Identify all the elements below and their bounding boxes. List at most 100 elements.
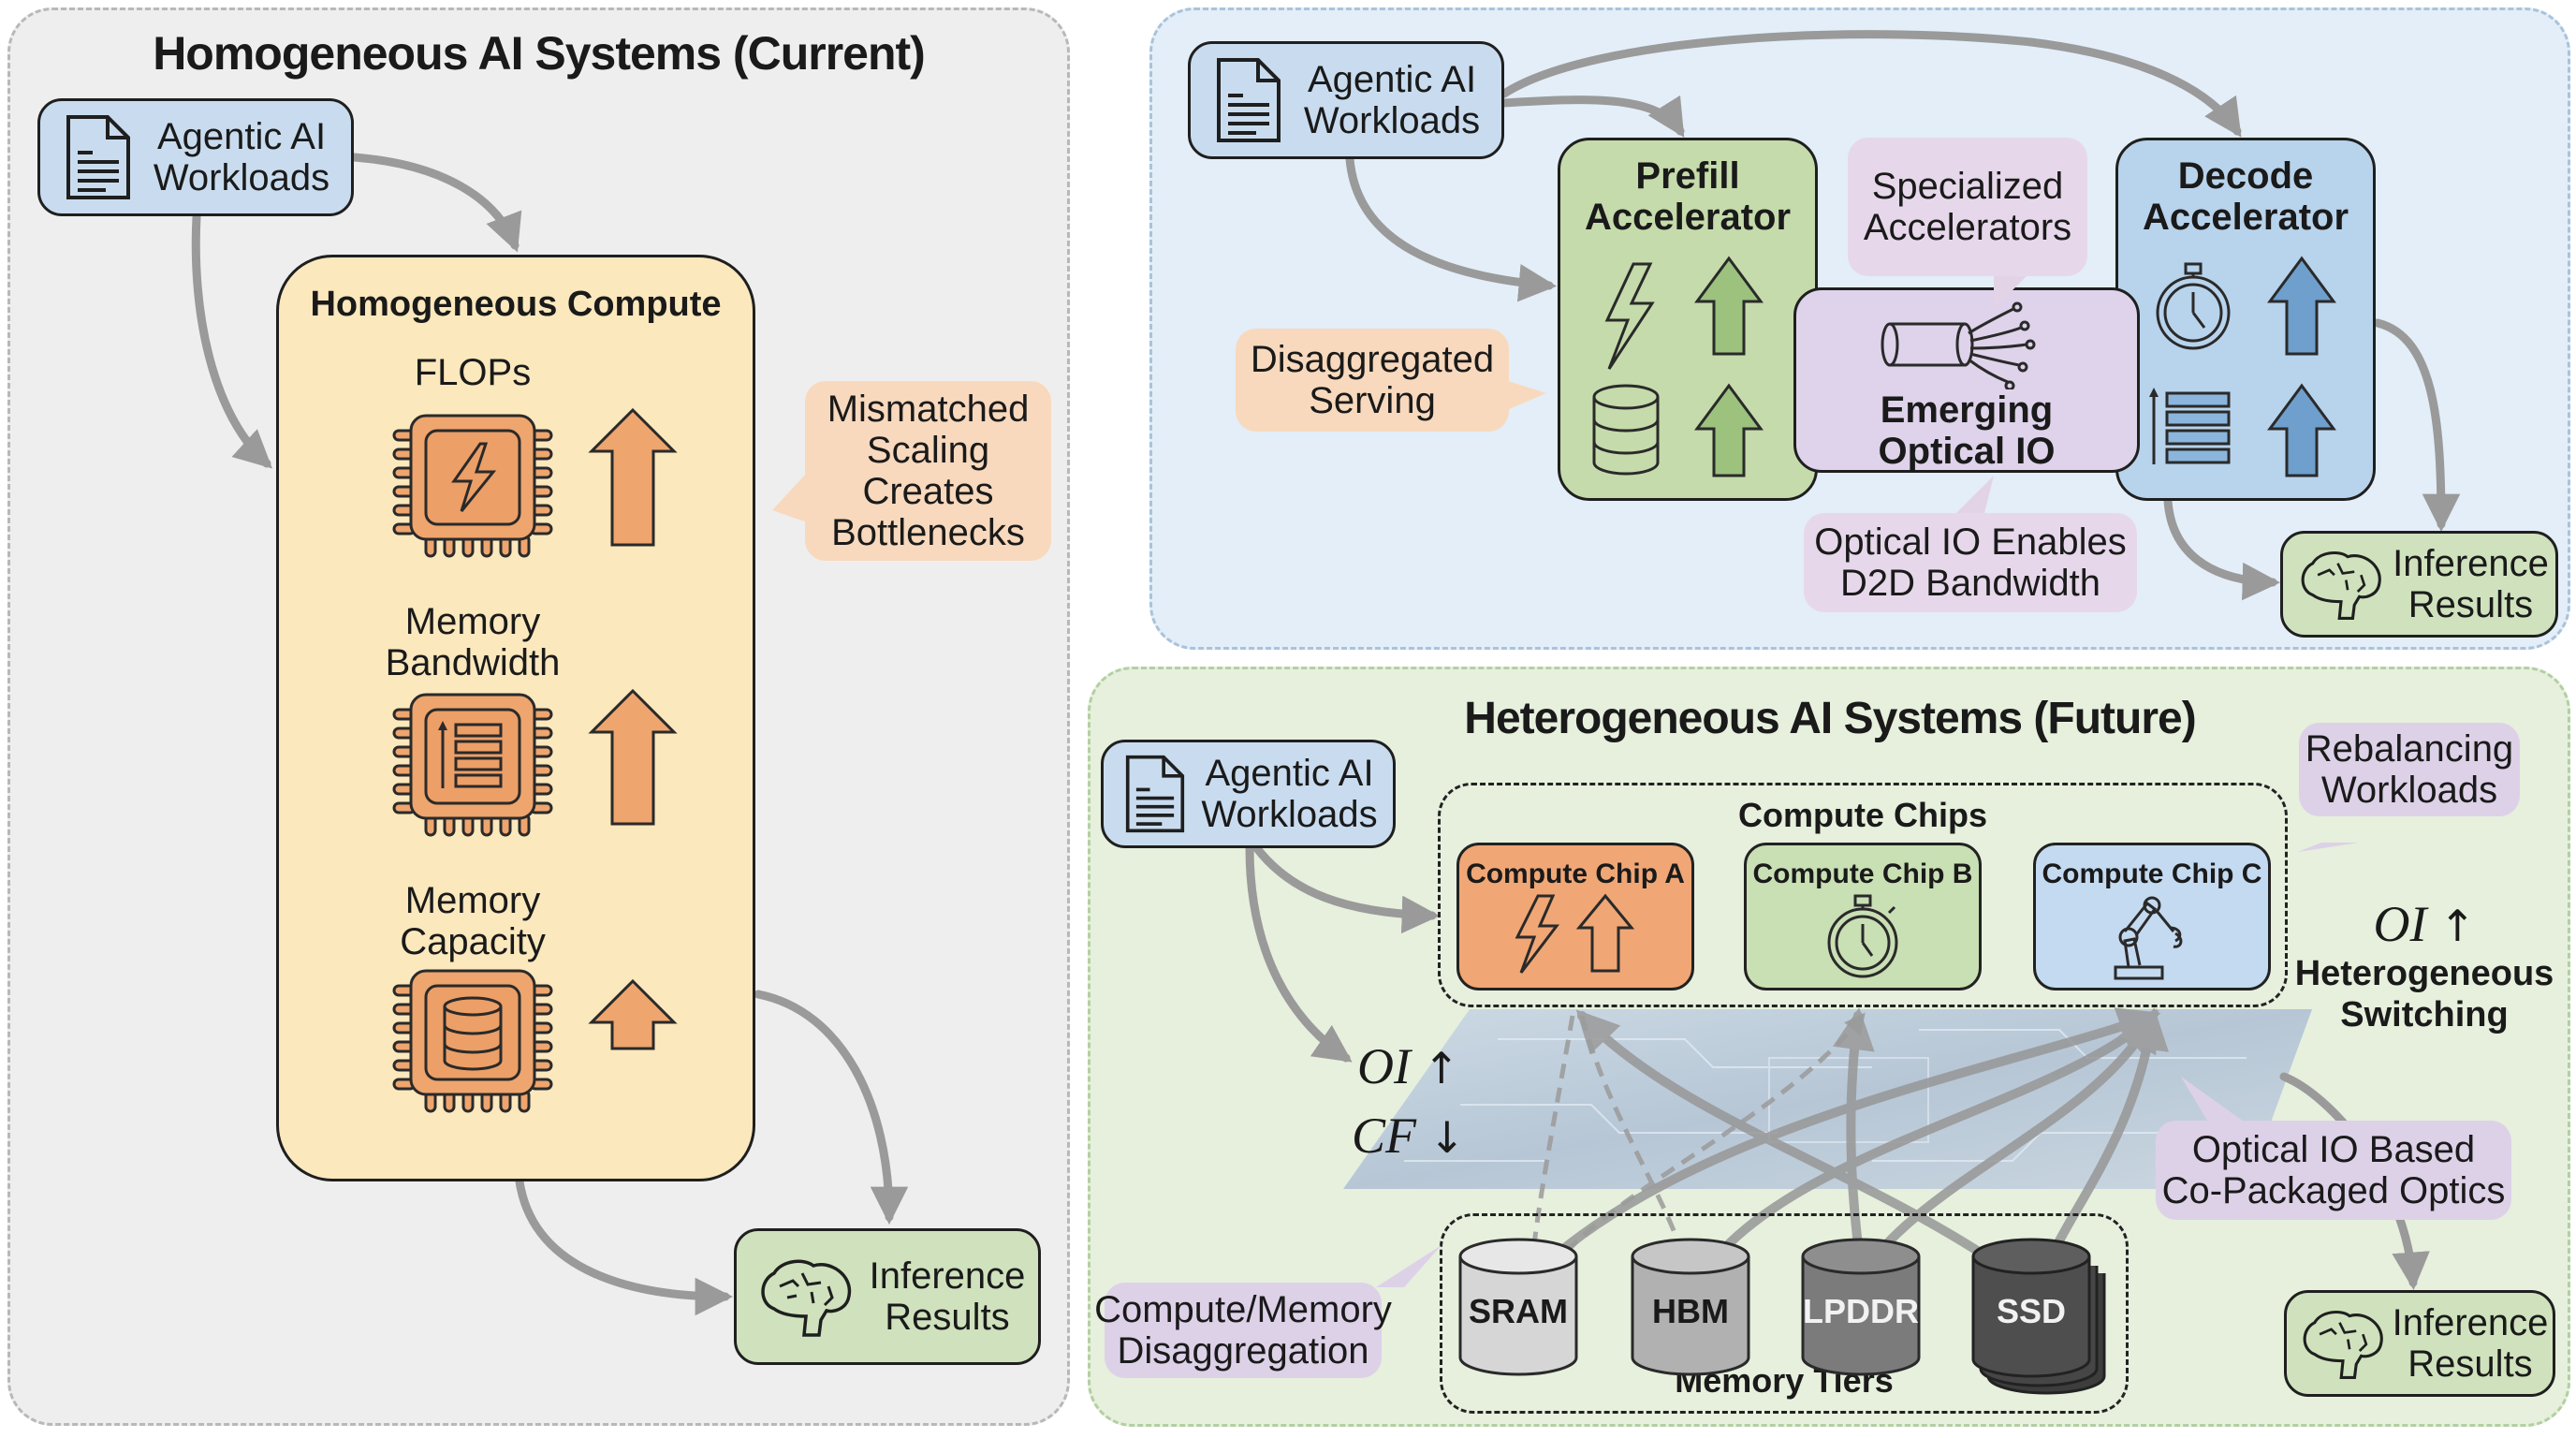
lightning-icon bbox=[1604, 262, 1655, 370]
br-inference-box[interactable]: Inference Results bbox=[2284, 1290, 2555, 1397]
callout-line: Creates bbox=[862, 471, 994, 512]
stopwatch-icon bbox=[1827, 894, 1898, 978]
compute-chips-group: Compute Chips bbox=[1438, 783, 2288, 1007]
oi-text: OI bbox=[1357, 1038, 1411, 1094]
callout-line: Rebalancing bbox=[2305, 728, 2514, 770]
callout-line: Disaggregated bbox=[1250, 339, 1495, 380]
callout-line: D2D Bandwidth bbox=[1840, 563, 2100, 604]
compute-chips-title: Compute Chips bbox=[1738, 796, 1987, 834]
document-icon bbox=[66, 115, 130, 199]
switching-line-2: Switching bbox=[2340, 995, 2509, 1034]
oi-up-label: OI ↑ bbox=[1357, 1037, 1459, 1095]
left-panel-title: Homogeneous AI Systems (Current) bbox=[153, 27, 926, 80]
decode-title-2: Accelerator bbox=[2142, 197, 2349, 238]
workloads-label-1: Agentic AI bbox=[1307, 59, 1477, 100]
growth-arrow-icon bbox=[2267, 256, 2336, 356]
ssd-label: SSD bbox=[1996, 1292, 2067, 1330]
lpddr-label: LPDDR bbox=[1803, 1292, 1919, 1330]
callout-line: Serving bbox=[1309, 380, 1436, 421]
cylinder-icon bbox=[1631, 1238, 1750, 1376]
decode-accelerator-box[interactable]: Decode Accelerator bbox=[2115, 138, 2376, 501]
brain-icon bbox=[761, 1259, 852, 1337]
cf-text: CF bbox=[1352, 1108, 1417, 1164]
memory-tier-sram[interactable]: SRAM bbox=[1456, 1236, 1580, 1378]
cylinder-icon bbox=[1801, 1238, 1921, 1376]
lightning-arrow-icon bbox=[1515, 893, 1635, 974]
stacked-cylinder-icon bbox=[1971, 1238, 2106, 1395]
tr-inference-box[interactable]: Inference Results bbox=[2280, 531, 2558, 638]
cf-down-label: CF ↓ bbox=[1352, 1107, 1465, 1165]
br-workloads-box[interactable]: Agentic AI Workloads bbox=[1101, 740, 1396, 848]
inference-label-1: Inference bbox=[2392, 1302, 2549, 1343]
decode-title-1: Decode bbox=[2177, 155, 2314, 197]
callout-line: Specialized bbox=[1871, 166, 2064, 207]
growth-arrow-icon bbox=[2267, 383, 2336, 477]
fiber-optic-icon bbox=[1881, 301, 2036, 389]
callout-line: Co-Packaged Optics bbox=[2161, 1170, 2506, 1211]
up-arrow-icon: ↑ bbox=[1423, 1043, 1460, 1093]
memory-tier-lpddr[interactable]: LPDDR bbox=[1799, 1236, 1923, 1378]
callout-line: Accelerators bbox=[1863, 207, 2072, 248]
callout-line: Workloads bbox=[2320, 770, 2498, 811]
callout-line: Scaling bbox=[866, 430, 990, 471]
memory-tier-ssd[interactable]: SSD bbox=[1969, 1236, 2110, 1397]
oi-right-label: OI ↑ bbox=[2284, 895, 2565, 953]
optical-title-2: Optical IO bbox=[1878, 431, 2056, 472]
workloads-label-1: Agentic AI bbox=[156, 116, 327, 157]
callout-line: Optical IO Based bbox=[2191, 1129, 2476, 1170]
growth-arrow-icon bbox=[1694, 256, 1764, 356]
compute-chip-c[interactable]: Compute Chip C bbox=[2033, 843, 2271, 990]
mismatched-scaling-callout: Mismatched Scaling Creates Bottlenecks bbox=[805, 381, 1051, 561]
growth-arrow-icon bbox=[1694, 383, 1764, 477]
heterogeneous-switching-label: OI ↑ Heterogeneous Switching bbox=[2284, 895, 2565, 1035]
prefill-title-2: Accelerator bbox=[1584, 197, 1792, 238]
compute-chip-b[interactable]: Compute Chip B bbox=[1744, 843, 1982, 990]
callout-line: Bottlenecks bbox=[831, 512, 1025, 553]
prefill-accelerator-box[interactable]: Prefill Accelerator bbox=[1558, 138, 1818, 501]
callout-line: Compute/Memory bbox=[1094, 1289, 1392, 1330]
oi-right-text: OI bbox=[2373, 896, 2427, 952]
up-arrow-icon: ↑ bbox=[2438, 901, 2476, 951]
bandwidth-bars-icon bbox=[2165, 391, 2231, 464]
metric-label-capacity: Memory Capacity bbox=[356, 880, 590, 962]
metric-cap-text-2: Capacity bbox=[400, 921, 546, 962]
document-icon bbox=[1217, 58, 1281, 142]
tr-workloads-box[interactable]: Agentic AI Workloads bbox=[1188, 41, 1504, 159]
brain-icon bbox=[2303, 1310, 2383, 1379]
workloads-label-2: Workloads bbox=[153, 157, 330, 198]
metric-label-flops: FLOPs bbox=[356, 352, 590, 393]
database-icon bbox=[1592, 384, 1660, 476]
emerging-optical-io-box[interactable]: Emerging Optical IO bbox=[1793, 287, 2140, 473]
sram-label: SRAM bbox=[1469, 1292, 1568, 1330]
decode-icons bbox=[2149, 256, 2336, 477]
callout-line: Disaggregation bbox=[1117, 1330, 1369, 1372]
cylinder-icon bbox=[1458, 1238, 1578, 1376]
callout-line: Optical IO Enables bbox=[1814, 521, 2127, 563]
down-arrow-icon: ↓ bbox=[1428, 1112, 1466, 1163]
workloads-label-2: Workloads bbox=[1303, 100, 1481, 141]
metric-label-bandwidth: Memory Bandwidth bbox=[356, 601, 590, 683]
switching-line-1: Heterogeneous bbox=[2294, 954, 2554, 993]
left-inference-box[interactable]: Inference Results bbox=[734, 1228, 1041, 1365]
left-workloads-box[interactable]: Agentic AI Workloads bbox=[37, 98, 354, 216]
workloads-label-2: Workloads bbox=[1201, 794, 1378, 835]
inference-label-1: Inference bbox=[869, 1255, 1026, 1297]
memory-tier-hbm[interactable]: HBM bbox=[1629, 1236, 1752, 1378]
brain-icon bbox=[2301, 550, 2381, 620]
metric-cap-text-1: Memory bbox=[404, 880, 541, 921]
optical-title-1: Emerging bbox=[1880, 389, 2054, 431]
stopwatch-icon bbox=[2156, 262, 2231, 350]
workloads-label-1: Agentic AI bbox=[1205, 753, 1374, 794]
chip-a-label: Compute Chip A bbox=[1466, 858, 1685, 889]
chip-b-label: Compute Chip B bbox=[1752, 858, 1973, 889]
metric-flops-text: FLOPs bbox=[414, 352, 532, 393]
metric-bw-text-2: Bandwidth bbox=[385, 642, 561, 683]
compute-chip-a[interactable]: Compute Chip A bbox=[1456, 843, 1694, 990]
homogeneous-compute-box[interactable]: Homogeneous Compute bbox=[276, 255, 755, 1181]
